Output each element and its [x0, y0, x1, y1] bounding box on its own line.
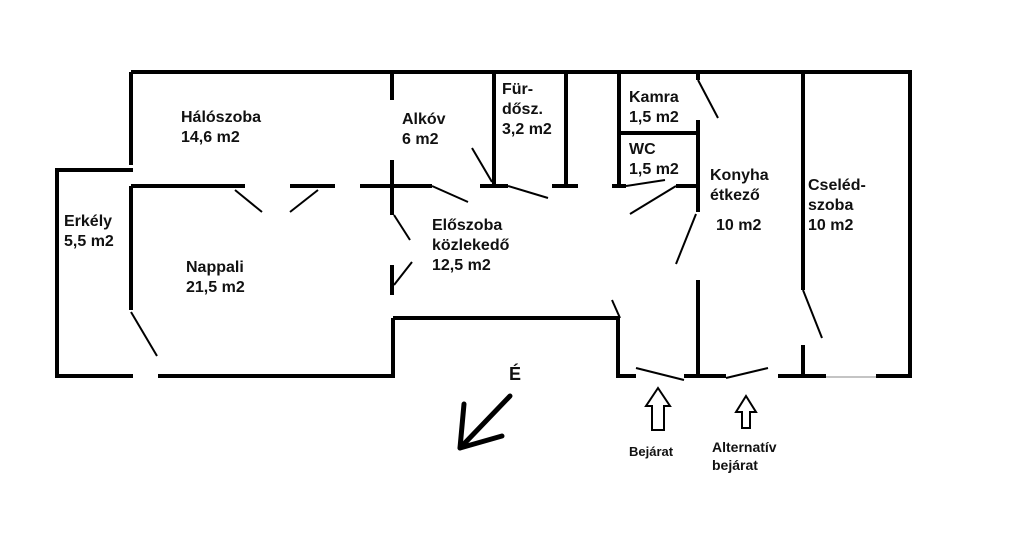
- room-name: Alkóv: [402, 111, 446, 128]
- room-label-kamra: Kamra 1,5 m2: [629, 88, 679, 128]
- room-label-konyha: Konyha étkező 10 m2: [710, 166, 769, 236]
- room-name-line2: étkező: [710, 187, 760, 204]
- room-name-line1: Cseléd-: [808, 177, 866, 194]
- room-name: WC: [629, 141, 656, 158]
- room-name-line1: Für-: [502, 81, 534, 98]
- room-area: 5,5 m2: [64, 233, 114, 250]
- room-area: 6 m2: [402, 131, 439, 148]
- room-name-line2: szoba: [808, 197, 854, 214]
- entrance-label: Bejárat: [629, 444, 674, 459]
- room-area: 12,5 m2: [432, 257, 491, 274]
- room-name: Kamra: [629, 89, 679, 106]
- room-name: Erkély: [64, 213, 113, 230]
- room-name-line2: dősz.: [502, 101, 543, 118]
- room-area: 1,5 m2: [629, 161, 679, 178]
- room-name: Hálószoba: [181, 109, 262, 126]
- room-name-line2: közlekedő: [432, 237, 510, 254]
- interior-walls: [129, 72, 805, 378]
- room-label-cseledszoba: Cseléd- szoba 10 m2: [808, 176, 866, 236]
- alternative-entrance-line1: Alternatív: [712, 439, 777, 455]
- compass-label: É: [509, 364, 522, 384]
- alternative-entrance-label: Alternatív bejárat: [712, 438, 777, 474]
- room-name-line1: Konyha: [710, 167, 769, 184]
- doors: [130, 79, 876, 381]
- room-label-alkov: Alkóv 6 m2: [402, 110, 446, 150]
- room-area: 14,6 m2: [181, 129, 240, 146]
- entrance-arrow-icon: [644, 386, 672, 431]
- alternative-entrance-arrow-icon: [734, 394, 758, 429]
- room-area: 10 m2: [716, 217, 762, 234]
- room-area: 1,5 m2: [629, 109, 679, 126]
- room-label-erkely: Erkély 5,5 m2: [64, 212, 114, 252]
- room-label-wc: WC 1,5 m2: [629, 140, 679, 180]
- room-label-eloszoba: Előszoba közlekedő 12,5 m2: [432, 216, 509, 276]
- room-name: Nappali: [186, 259, 244, 276]
- room-label-nappali: Nappali 21,5 m2: [186, 258, 245, 298]
- room-name-line1: Előszoba: [432, 217, 503, 234]
- room-label-furdoszoba: Für- dősz. 3,2 m2: [502, 80, 552, 140]
- room-area: 10 m2: [808, 217, 854, 234]
- room-area: 3,2 m2: [502, 121, 552, 138]
- alternative-entrance-line2: bejárat: [712, 457, 758, 473]
- room-label-haloszoba: Hálószoba 14,6 m2: [181, 108, 261, 148]
- room-area: 21,5 m2: [186, 279, 245, 296]
- north-arrow-icon: [457, 393, 513, 451]
